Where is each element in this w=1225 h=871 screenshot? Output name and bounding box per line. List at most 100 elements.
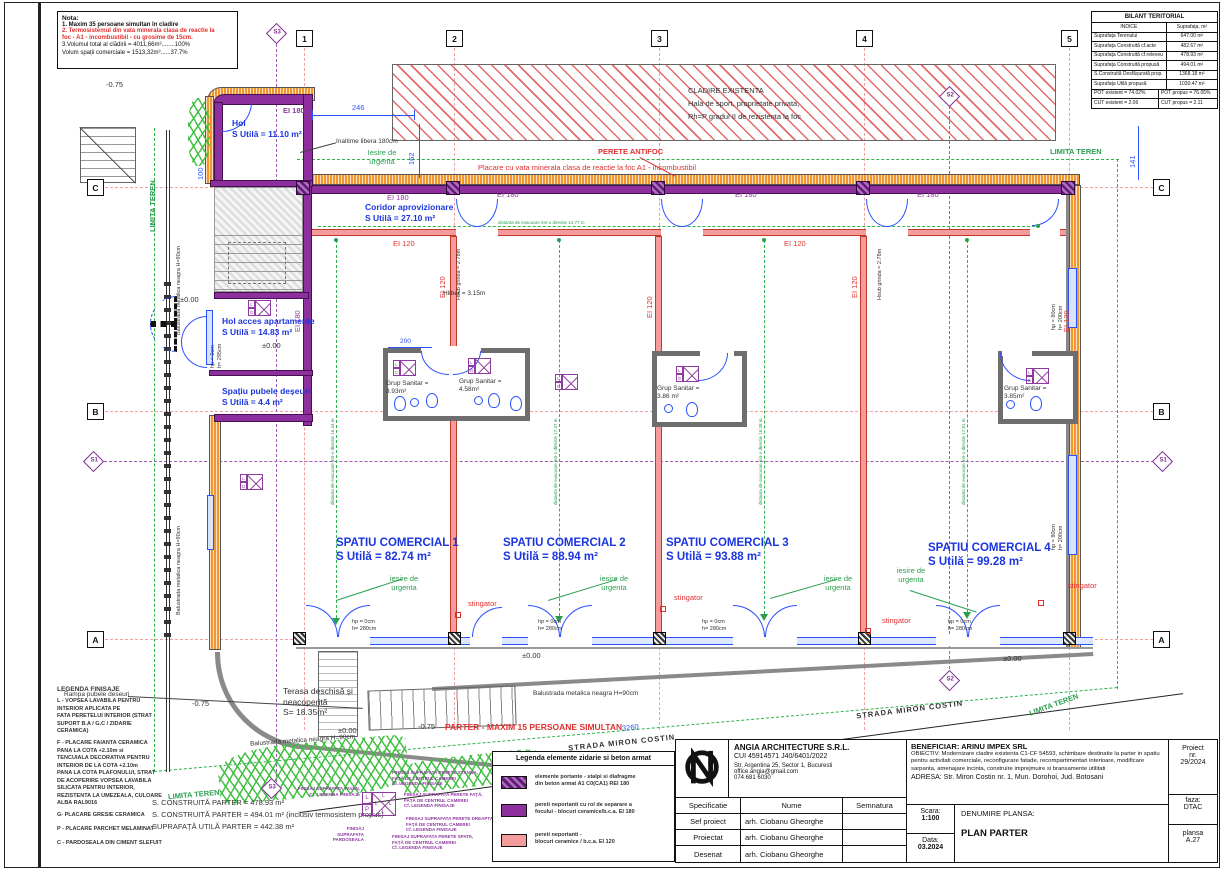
adresa: ADRESA: Str. Miron Costin nr. 1, Mun. Do…: [911, 774, 1104, 782]
hp-label: hp = 0cm h= 280cm: [352, 619, 377, 632]
finish-symbol: L G: [555, 374, 578, 390]
bilant-table: BILANT TERITORIAL INDICE Suprafața, m² S…: [1091, 11, 1218, 109]
bilant-cell: POT existent = 74.02%: [1092, 89, 1159, 98]
legenda-finisaje-p: P - PLACARE PARCHET MELAMINAT: [57, 826, 154, 832]
evac-dist-label: distanta de evacuare intr-o directie 16.…: [330, 418, 335, 505]
row-proiectat-sign: [843, 830, 907, 846]
row-sef-name: arh. Ciobanu Gheorghe: [741, 814, 843, 830]
stingator-label: stingator: [1068, 581, 1097, 590]
finish-symbol: L G: [676, 366, 699, 382]
wall-pubele-top: [209, 370, 313, 376]
column-bottom: [653, 632, 666, 645]
sink: [1006, 400, 1015, 409]
iesire-urgenta: iesire de urgenta: [896, 566, 926, 585]
parter-maxim-label: PARTER - MAXIM 15 PERSOANE SIMULTAN: [445, 722, 623, 732]
column: [446, 181, 460, 195]
gs12-door-opening: [421, 346, 481, 353]
wall-stair-top: [210, 180, 313, 187]
evac-dot: [1036, 224, 1040, 228]
evac-route-v: [336, 240, 337, 618]
antifoc-desc: Placare cu vata minerala clasa de reacti…: [478, 163, 697, 172]
swatch-ei180: [501, 804, 527, 817]
nota-line1: 1. Maxim 35 persoane simultan în cladire: [62, 22, 179, 28]
legenda-finisaje-title: LEGENDA FINISAJE: [57, 686, 120, 693]
legenda-finisaje-g: G- PLACARE GRESIE CERAMICA: [57, 812, 145, 818]
trash-ramp: [318, 651, 358, 737]
evac-dist-label: distanta de evacuare intr-o directie 17.…: [961, 418, 966, 505]
stingator-label: stingator: [468, 599, 497, 608]
corridor-opening-3: [866, 228, 908, 237]
dim-200: 200: [400, 338, 411, 345]
finisaj-fata: FINISAJ SUPRAFATA PERETE FAȚĂ, FAȚĂ DE C…: [404, 792, 483, 809]
ei180-label: EI 180: [387, 193, 409, 202]
section-line-s1: [104, 461, 1154, 462]
grid-bubble-3: 3: [651, 30, 668, 47]
terasa-label: Terasa deschisă și neacoperită S= 18.35m…: [283, 686, 353, 718]
bilant-cell: 494.01 m²: [1180, 61, 1204, 68]
spec-header: Specificatie: [675, 798, 741, 814]
column: [651, 181, 665, 195]
nota-box: Nota: 1. Maxim 35 persoane simultan în c…: [57, 11, 238, 69]
nota-title: Nota:: [62, 15, 79, 22]
column: [856, 181, 870, 195]
bilant-cell: POT propus = 76.05%: [1160, 90, 1211, 96]
wall-top-ei180: [310, 185, 1080, 194]
dim-line-141: [1138, 126, 1139, 180]
finisaj-dreapta: FINISAJ SUPRAFATA PERETE DREAPTA, FAȚĂ D…: [406, 816, 495, 833]
room-gs4: Grup Sanitar = 3.85m²: [1004, 385, 1047, 401]
ei180-label: EI 180: [283, 106, 305, 115]
hp-label: hp = 0cm h= 280cm: [538, 619, 563, 632]
door-gap: [733, 636, 797, 646]
door-gap: [936, 636, 1000, 646]
scara-cell: Scara:1:100: [907, 805, 955, 834]
bilant-cell: 647.00 m²: [1180, 33, 1204, 39]
dim-line-200: [388, 347, 432, 348]
legenda-zidarie-i2: pereti neportanti cu rol de separare a f…: [535, 802, 635, 815]
bilant-cell: 1030.47 m²: [1179, 80, 1205, 87]
toilet: [426, 393, 438, 408]
legenda-zidarie-title: Legenda elemente zidarie si beton armat: [493, 752, 674, 766]
column-bottom: [293, 632, 306, 645]
room-sc2: SPATIU COMERCIAL 2 S Utilă = 88.94 m²: [503, 537, 626, 564]
obiectiv: OBIECTIV: Modernizare cladire existenta …: [911, 751, 1160, 772]
plansa-cell: plansa A.27: [1169, 825, 1218, 863]
ei120-label: EI 120: [850, 276, 859, 298]
wall-top-insulation: [310, 174, 1080, 185]
evac-dist-label: distanta de evacuare intr-o directie 17.…: [553, 418, 558, 505]
bilant-cell: 482.67 m²: [1180, 42, 1204, 49]
dim-246: 246: [352, 103, 365, 112]
ei180-label: EI 180: [293, 310, 302, 332]
grid-bubble-5: 5: [1061, 30, 1078, 47]
ei180-label: EI 180: [497, 190, 519, 199]
level-minus: -0.75: [192, 699, 210, 708]
finish-symbol: L G: [240, 474, 263, 490]
proiect-cell: Proiect nr. 29/2024: [1169, 739, 1218, 795]
arii-parter: S. CONSTRUITĂ PARTER = 478.93 m² S. CONS…: [152, 798, 384, 831]
bilant-cell: Suprafața Construită cf.acte: [1092, 42, 1167, 51]
room-hol-acces: Hol acces apartamente S Utilă = 14.83 m²: [222, 316, 315, 337]
section-line-s2: [949, 106, 950, 674]
bilant-cell: S.Construită Desfășurată prop.: [1092, 70, 1167, 79]
denumire-cell: DENUMIRE PLANSA: PLAN PARTER: [955, 805, 1169, 863]
level-zero: ±0.00: [180, 295, 199, 304]
extinguisher: [455, 612, 461, 618]
window-left-2: [207, 495, 214, 550]
bilant-cell: CUT existent = 2.06: [1092, 99, 1159, 108]
dim-line-246: [312, 115, 414, 116]
denumire-label: DENUMIRE PLANSA:: [961, 809, 1035, 818]
h-sub-grinda: Hsub grinda = 2.78m: [456, 248, 462, 300]
firm-addr: Str. Argentina 25, Sector 1, Bucuresti: [734, 763, 833, 769]
swatch-ei120: [501, 834, 527, 847]
dim-141: 141: [1128, 155, 1137, 168]
limita-teren-label: LIMITA TEREN: [148, 180, 157, 232]
wall-grid3: [655, 236, 662, 638]
balustrade-posts: [164, 282, 171, 638]
wall-gridB-left: [214, 414, 313, 422]
sink: [410, 398, 419, 407]
dim-162: 162: [407, 152, 416, 165]
row-proiectat-name: arh. Ciobanu Gheorghe: [741, 830, 843, 846]
evac-arrow: [963, 612, 971, 619]
evac-arrow: [555, 616, 563, 623]
level-zero: ±0.00: [522, 651, 541, 660]
existing-building-label: CLADIRE EXISTENTA Hala de sport, proprie…: [688, 86, 802, 121]
